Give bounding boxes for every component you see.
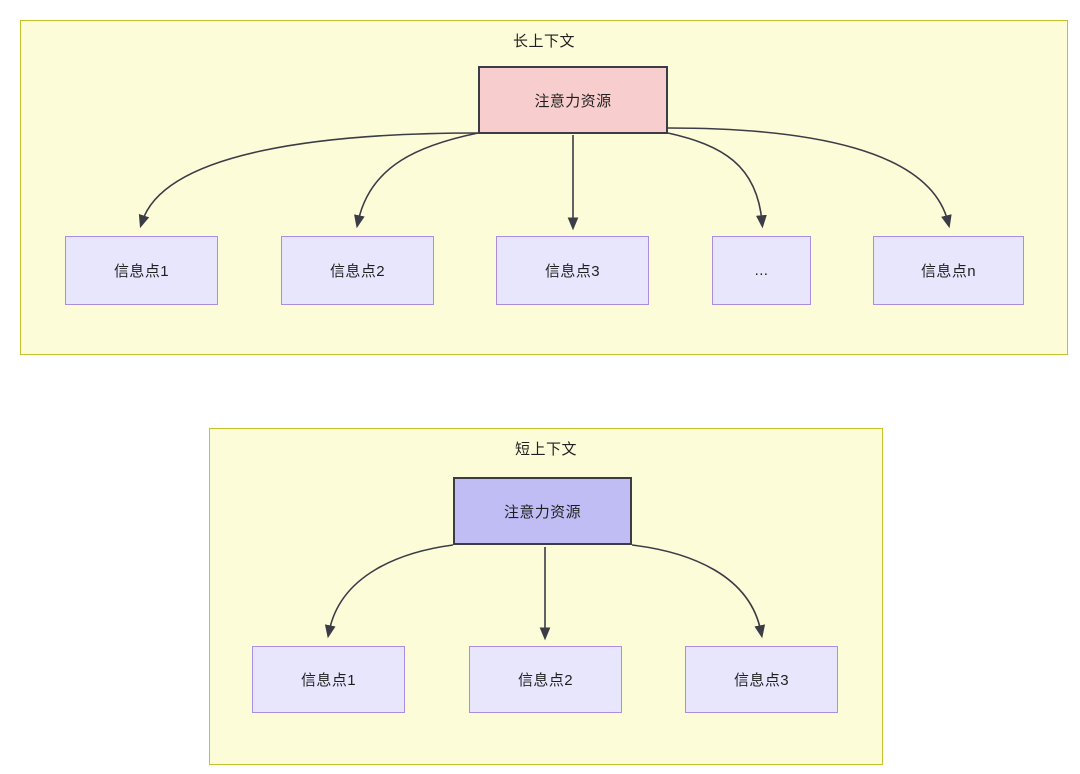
attention-resource-node-short[interactable]: 注意力资源 [453,477,632,545]
info-node-short-1-label: 信息点1 [301,672,356,689]
info-node-long-1-label: 信息点1 [114,263,169,280]
info-node-short-3[interactable]: 信息点3 [685,646,838,713]
info-node-long-2[interactable]: 信息点2 [281,236,434,305]
info-node-short-2[interactable]: 信息点2 [469,646,622,713]
info-node-long-2-label: 信息点2 [330,263,385,280]
attention-resource-label-short: 注意力资源 [503,503,581,521]
info-node-long-ellipsis-label: ... [754,262,769,279]
group-long-context-title: 长上下文 [512,33,575,50]
info-node-long-3-label: 信息点3 [545,263,600,280]
info-node-short-1[interactable]: 信息点1 [252,646,405,713]
info-node-long-ellipsis[interactable]: ... [712,236,811,305]
info-node-long-n[interactable]: 信息点n [873,236,1024,305]
attention-resource-node-long[interactable]: 注意力资源 [478,66,668,134]
info-node-long-1[interactable]: 信息点1 [65,236,218,305]
info-node-long-3[interactable]: 信息点3 [496,236,649,305]
attention-resource-label-long: 注意力资源 [534,92,612,110]
info-node-long-n-label: 信息点n [921,263,976,280]
group-short-context-title: 短上下文 [514,441,577,458]
info-node-short-3-label: 信息点3 [734,672,789,689]
info-node-short-2-label: 信息点2 [518,672,573,689]
